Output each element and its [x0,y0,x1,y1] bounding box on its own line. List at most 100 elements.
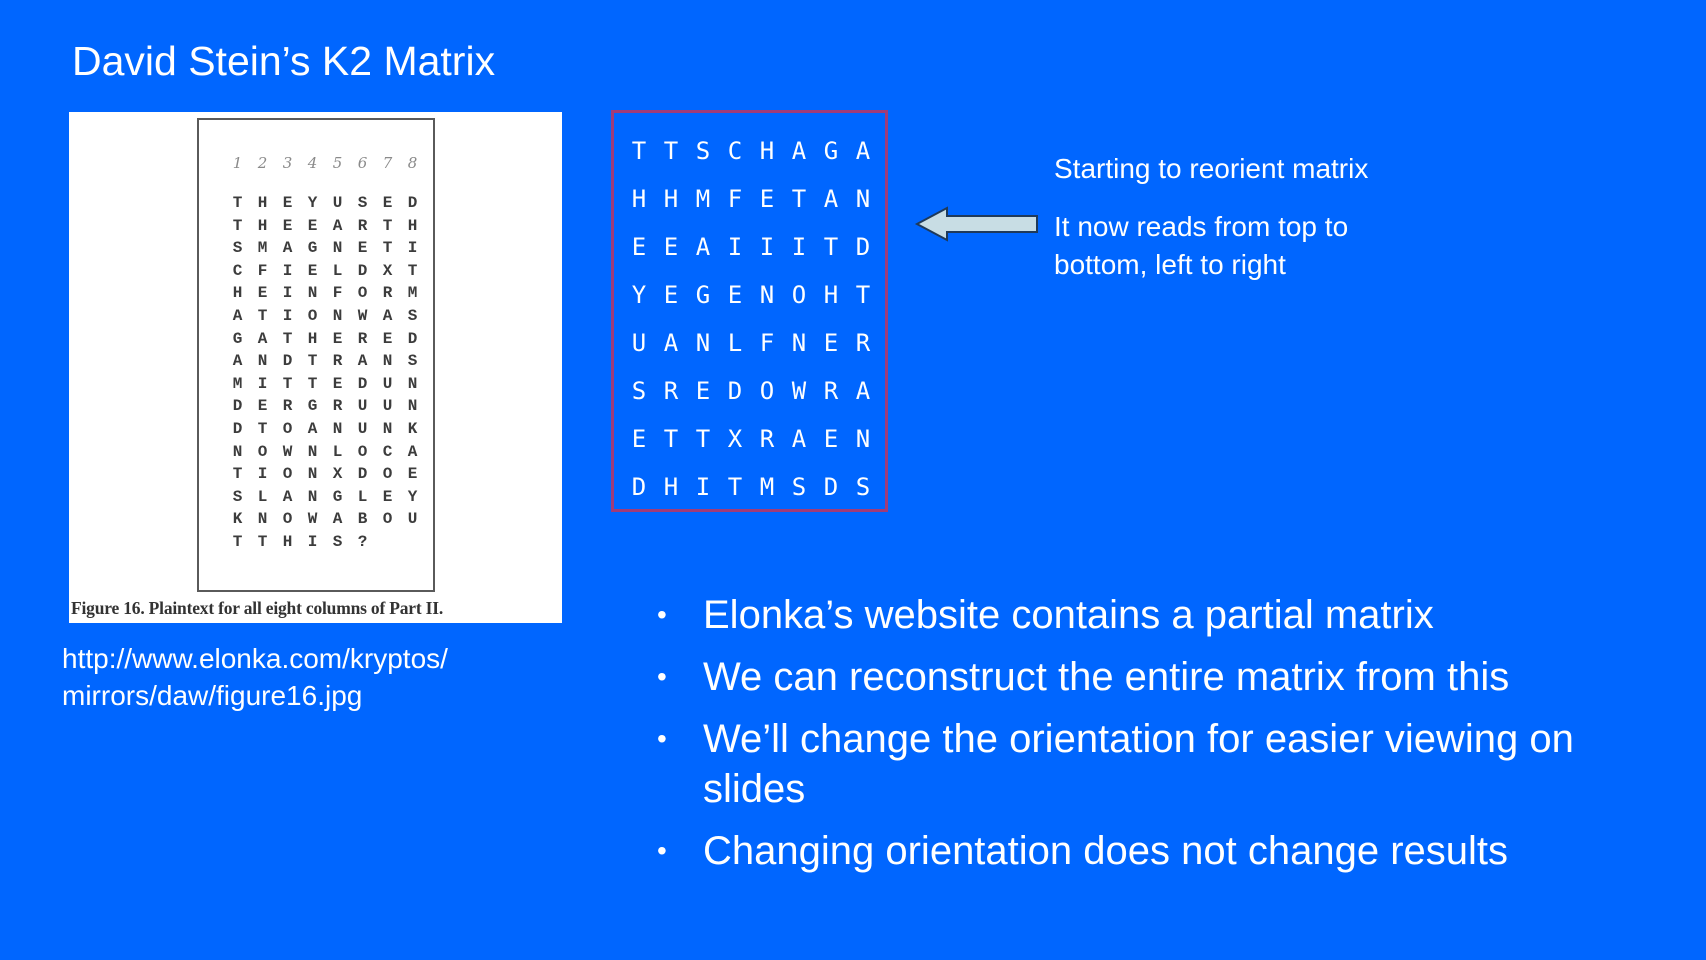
matrix-letter-cell: H [631,185,647,213]
figure-letter-cell: O [307,306,318,325]
figure-letter-cell: L [332,261,343,280]
figure-letter-cell: H [407,216,418,235]
matrix-letter-cell: R [663,377,679,405]
figure-letter-cell: D [357,374,368,393]
matrix-letter-cell: A [791,137,807,165]
figure-letter-cell [400,531,425,554]
figure-letter-cell: I [307,532,318,551]
matrix-letter-cell: E [823,425,839,453]
figure-letter-cell: E [332,374,343,393]
figure-letter-cell: T [232,216,243,235]
matrix-letter-cell: N [791,329,807,357]
figure-letter-cell: O [282,419,293,438]
figure-letter-cell: G [232,329,243,348]
figure-letter-cell: L [257,487,268,506]
figure-letter-cell: F [332,284,343,303]
figure-letter-cell: A [282,239,293,258]
figure-letter-cell: U [332,194,343,212]
matrix-letter-cell: F [727,185,743,213]
matrix-letter-cell: I [791,233,807,261]
matrix-letter-cell: N [855,185,871,213]
figure-letter-cell: S [232,239,243,258]
matrix-letter-cell: E [695,377,711,405]
source-url-line-2: mirrors/daw/figure16.jpg [62,680,363,711]
figure-letter-cell: N [307,465,318,484]
matrix-letter-cell: G [695,281,711,309]
figure-letter-cell: N [407,397,418,416]
figure-letter-cell: N [257,352,268,371]
figure-letter-cell: M [407,284,418,303]
figure-letter-cell: R [357,329,368,348]
figure-letter-cell: X [332,465,343,484]
column-number: 1 [232,154,243,172]
column-number: 4 [307,154,318,172]
matrix-letter-cell: H [663,473,679,501]
bullet-dot-icon: • [657,723,667,754]
matrix-letter-cell: R [823,377,839,405]
figure-letter-cell: N [332,306,343,325]
matrix-letter-cell: S [631,377,647,405]
figure-letter-cell: B [357,510,368,529]
figure-letter-cell: S [407,352,418,371]
matrix-letter-cell: T [855,281,871,309]
source-url-line-1: http://www.elonka.com/kryptos/ [62,643,448,674]
matrix-letter-cell: T [663,425,679,453]
slide-title: David Stein’s K2 Matrix [72,38,496,84]
figure-letter-cell: T [282,329,293,348]
figure-letter-cell: R [357,216,368,235]
figure-letter-cell: T [382,216,393,235]
figure-letter-cell: E [357,239,368,258]
matrix-letter-cell: D [855,233,871,261]
figure-letter-cell: D [407,329,418,348]
figure-letter-cell: R [332,352,343,371]
figure-letter-cell: D [232,419,243,438]
matrix-letter-cell: N [759,281,775,309]
figure-letter-cell: E [282,194,293,212]
column-number: 8 [407,154,418,172]
matrix-letter-cell: M [695,185,711,213]
source-url-link[interactable]: http://www.elonka.com/kryptos/ mirrors/d… [62,640,448,714]
figure-letter-cell: H [257,194,268,212]
figure-letter-cell: R [282,397,293,416]
figure-letter-cell: W [357,306,368,325]
matrix-letter-cell: A [663,329,679,357]
figure-letter-cell: E [257,397,268,416]
figure-letter-cell: E [307,216,318,235]
matrix-letter-cell: E [759,185,775,213]
figure-letter-cell: U [407,510,418,529]
figure-letter-cell: S [407,306,418,325]
figure-letter-cell: E [382,194,393,212]
matrix-letter-cell: E [823,329,839,357]
matrix-letter-cell: D [727,377,743,405]
bullet-item: • We’ll change the orientation for easie… [652,714,1612,814]
figure-letter-cell: N [232,442,243,461]
figure-letter-cell: Y [407,487,418,506]
figure-letter-cell: U [382,397,393,416]
matrix-letter-cell: E [631,233,647,261]
bullet-text: Changing orientation does not change res… [703,829,1508,873]
figure-letter-cell: I [282,306,293,325]
figure-letter-cell: M [257,239,268,258]
figure-letter-cell: G [332,487,343,506]
bullet-text: We can reconstruct the entire matrix fro… [703,655,1510,699]
bullet-dot-icon: • [657,835,667,866]
figure-letter-cell: M [232,374,243,393]
figure-letter-cell: T [307,374,318,393]
figure-letter-cell: O [357,442,368,461]
figure-letter-cell: A [232,352,243,371]
matrix-letter-cell: Y [631,281,647,309]
matrix-letter-cell: H [823,281,839,309]
figure-letter-cell: H [232,284,243,303]
matrix-letter-cell: X [727,425,743,453]
matrix-letter-cell: I [727,233,743,261]
figure-letter-cell: D [232,397,243,416]
matrix-letter-cell: R [759,425,775,453]
figure-letter-cell: D [357,465,368,484]
matrix-letter-cell: D [631,473,647,501]
figure-letter-cell: S [357,194,368,212]
matrix-letter-cell: H [663,185,679,213]
figure-letter-cell: D [282,352,293,371]
